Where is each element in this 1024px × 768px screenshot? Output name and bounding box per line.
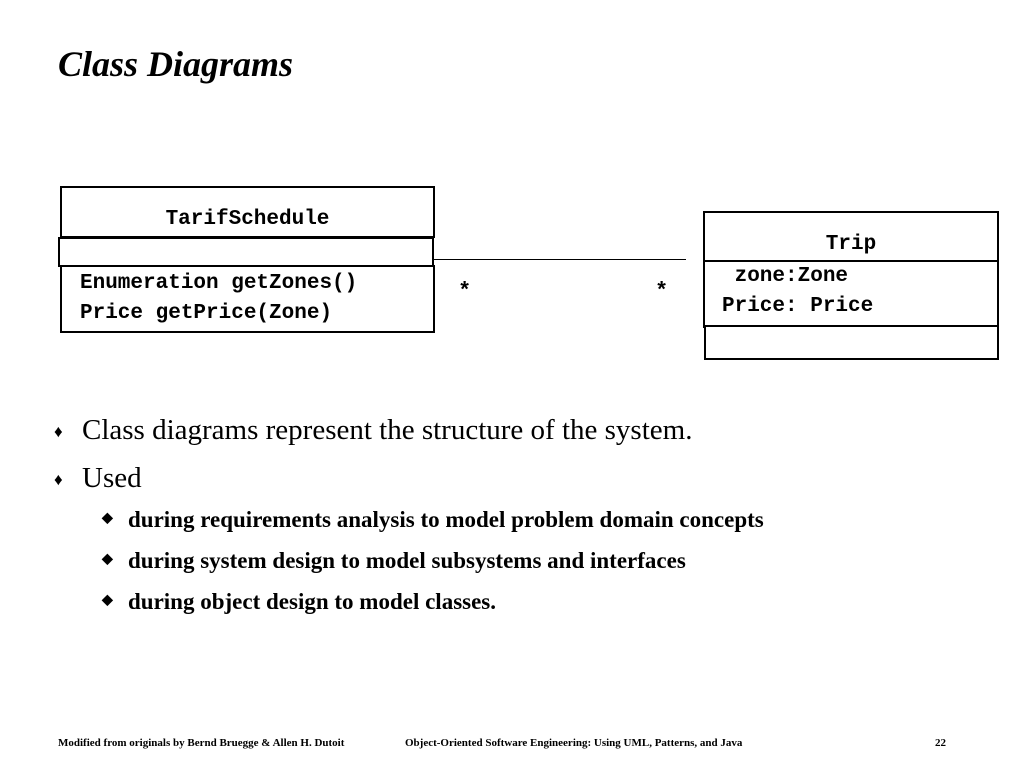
multiplicity-left: * [458, 279, 472, 304]
slide-title: Class Diagrams [58, 44, 294, 84]
multiplicity-right: * [655, 279, 669, 304]
footer-book-title: Object-Oriented Software Engineering: Us… [405, 737, 743, 749]
sub-bullet-text: during system design to model subsystems… [128, 548, 686, 573]
sub-bullet-text: during object design to model classes. [128, 589, 496, 614]
tarifschedule-attributes-compartment [58, 237, 434, 267]
attribute-zone: zone:Zone [722, 265, 849, 288]
bullet-item: ♦ Class diagrams represent the structure… [54, 408, 994, 456]
bullet-list: ♦ Class diagrams represent the structure… [54, 408, 994, 627]
bullet-text: Used [82, 462, 142, 494]
attribute-price: Price: Price [722, 295, 874, 318]
bullet-item: ♦ Used [54, 456, 994, 504]
diamond-sub-bullet-icon: ◆ [102, 552, 113, 567]
trip-operations-compartment [704, 325, 999, 360]
trip-class-name: Trip [703, 211, 999, 263]
tarifschedule-class-name: TarifSchedule [60, 186, 435, 238]
operation-get-zones: Enumeration getZones() [80, 272, 358, 295]
trip-attributes-compartment: zone:Zone Price: Price [703, 260, 999, 328]
operation-get-price: Price getPrice(Zone) [80, 302, 333, 325]
sub-bullet-item: ◆ during object design to model classes. [54, 586, 994, 627]
diamond-sub-bullet-icon: ◆ [102, 593, 113, 608]
association-line [434, 259, 686, 260]
page-number: 22 [935, 737, 946, 749]
sub-bullet-item: ◆ during system design to model subsyste… [54, 545, 994, 586]
diamond-bullet-icon: ♦ [54, 470, 63, 489]
footer-credit: Modified from originals by Bernd Bruegge… [58, 737, 345, 749]
diamond-bullet-icon: ♦ [54, 422, 63, 441]
sub-bullet-text: during requirements analysis to model pr… [128, 507, 764, 532]
bullet-text: Class diagrams represent the structure o… [82, 414, 693, 446]
tarifschedule-operations-compartment: Enumeration getZones() Price getPrice(Zo… [60, 265, 435, 333]
diamond-sub-bullet-icon: ◆ [102, 511, 113, 526]
sub-bullet-item: ◆ during requirements analysis to model … [54, 504, 994, 545]
